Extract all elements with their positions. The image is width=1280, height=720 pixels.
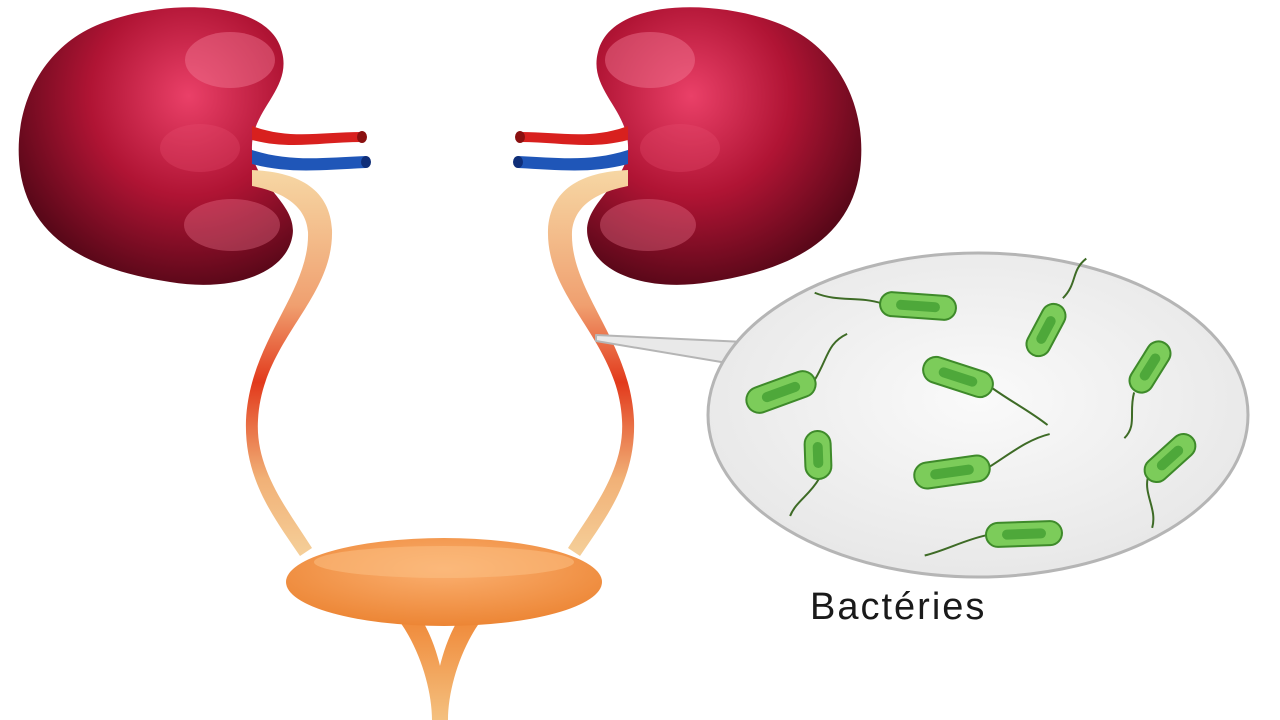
right-kidney-icon: [587, 7, 862, 285]
bacterium-icon: [913, 433, 1050, 490]
bacterium-icon: [922, 355, 1049, 426]
bacteria-label: Bactéries: [810, 586, 987, 628]
bacterium-icon: [789, 430, 833, 517]
left-ureter: [245, 170, 333, 556]
bacterium-icon: [1123, 340, 1172, 439]
bacteria-cluster: [745, 257, 1197, 557]
left-kidney-icon: [18, 7, 293, 285]
right-ureter: [547, 170, 635, 556]
magnifier-callout: [595, 251, 1250, 579]
bacterium-icon: [924, 520, 1063, 557]
bacterium-icon: [1143, 432, 1197, 529]
bacterium-icon: [745, 332, 848, 414]
bacterium-icon: [814, 291, 957, 321]
right-renal-vessels: [513, 126, 628, 171]
left-renal-vessels: [252, 126, 371, 171]
bacterium-icon: [1025, 257, 1087, 358]
bladder-icon: [286, 538, 602, 720]
